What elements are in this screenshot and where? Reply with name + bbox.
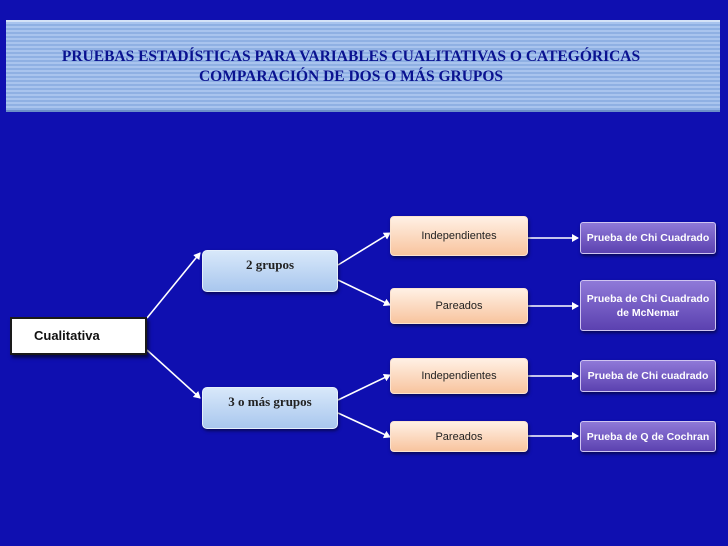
test-node-chi-cuadrado: Prueba de Chi Cuadrado [580, 222, 716, 254]
arrow-root-to-3grupos [146, 349, 201, 399]
test-node-q-de-cochran: Prueba de Q de Cochran [580, 421, 716, 452]
type-label: Pareados [435, 430, 483, 443]
test-label: Prueba de Chi Cuadrado [586, 292, 710, 305]
test-label: Prueba de Chi cuadrado [587, 370, 709, 382]
arrow-2grupos-to-pareados [337, 279, 391, 307]
root-label: Cualitativa [34, 328, 100, 343]
arrow-root-to-2grupos [146, 252, 201, 319]
arrow-3grupos-to-independientes [337, 373, 391, 401]
type-label: Independientes [421, 370, 497, 382]
type-node-pareados: Pareados [390, 421, 528, 452]
test-label: Prueba de Q de Cochran [586, 430, 710, 443]
test-node-chi-cuadrado-mcnemar: Prueba de Chi Cuadrado de McNemar [580, 280, 716, 331]
type-node-independientes: Independientes [390, 216, 528, 256]
group-label: 3 o más grupos [228, 394, 312, 409]
test-label: Prueba de Chi Cuadrado [586, 232, 710, 244]
test-label-line2: de McNemar [616, 306, 680, 319]
type-node-independientes: Independientes [390, 358, 528, 394]
group-label: 2 grupos [245, 257, 295, 272]
test-node-chi-cuadrado-3-grupos: Prueba de Chi cuadrado [580, 360, 716, 392]
group-node-3-o-mas-grupos: 3 o más grupos [202, 387, 338, 429]
root-node-cualitativa: Cualitativa [10, 317, 147, 355]
arrow-3grupos-to-pareados [337, 412, 391, 439]
page-subtitle: COMPARACIÓN DE DOS O MÁS GRUPOS [198, 68, 504, 85]
type-node-pareados: Pareados [390, 288, 528, 324]
page-title: PRUEBAS ESTADÍSTICAS PARA VARIABLES CUAL… [61, 48, 641, 65]
title-band: PRUEBAS ESTADÍSTICAS PARA VARIABLES CUAL… [6, 20, 720, 112]
group-node-2-grupos: 2 grupos [202, 250, 338, 292]
arrow-2grupos-to-independientes [337, 232, 391, 266]
type-label: Pareados [435, 300, 483, 312]
type-label: Independientes [421, 230, 497, 242]
